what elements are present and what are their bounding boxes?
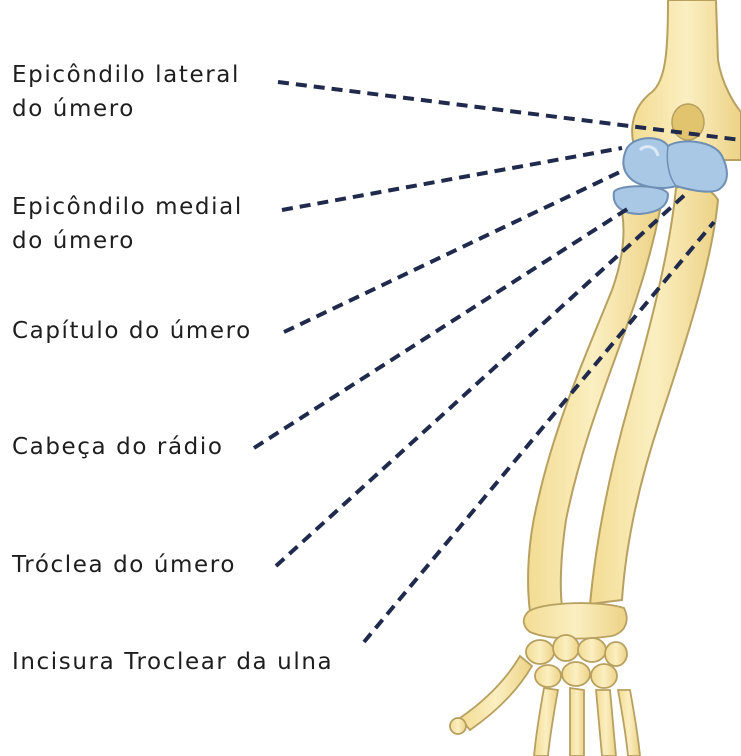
leader-lateral-epicondyle [277,80,741,142]
label-radial-head: Cabeça do rádio [12,430,224,464]
label-trochlear-notch: Incisura Troclear da ulna [12,645,333,679]
label-line: do úmero [12,96,135,122]
label-line: do úmero [12,228,135,254]
label-line: Epicôndilo medial [12,194,243,220]
leader-radial-head [252,204,634,450]
humerus-bone [631,0,741,161]
leader-lines [252,80,741,644]
label-medial-epicondyle: Epicôndilo medial do úmero [12,190,243,258]
label-trochlea: Tróclea do úmero [12,548,236,582]
label-line: Incisura Troclear da ulna [12,649,334,675]
radial-head [612,185,670,216]
label-capitulum: Capítulo do úmero [12,314,252,348]
leader-trochlea [274,190,690,568]
joint-highlight [638,145,660,157]
label-line: Tróclea do úmero [12,552,237,578]
label-line: Capítulo do úmero [12,318,252,344]
leader-capitulum [283,168,625,334]
ulna-bone [588,184,720,606]
label-line: Cabeça do rádio [12,434,224,460]
hand-bones [449,602,641,756]
leader-trochlear-notch [362,220,716,644]
joint-groove [666,145,677,187]
leader-medial-epicondyle [281,146,623,212]
capitulum-and-trochlea [622,137,728,193]
label-line: Epicôndilo lateral [12,62,240,88]
label-lateral-epicondyle: Epicôndilo lateral do úmero [12,58,240,126]
